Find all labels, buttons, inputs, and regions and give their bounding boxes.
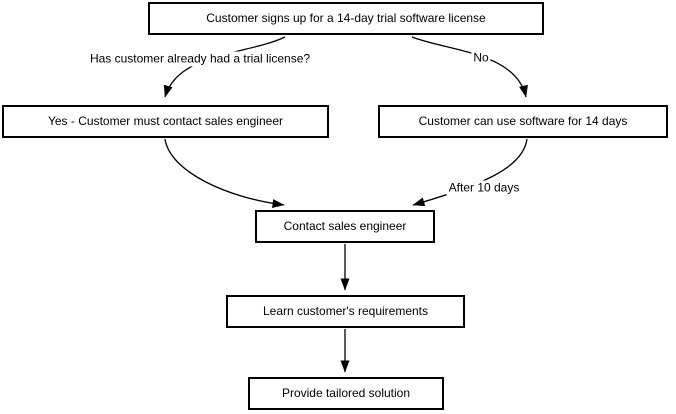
flow-node-use-14-days: Customer can use software for 14 days <box>378 105 668 138</box>
flow-node-yes-contact-sales-label: Yes - Customer must contact sales engine… <box>47 113 283 128</box>
flow-node-contact-sales-engineer-label: Contact sales engineer <box>283 218 407 233</box>
flow-node-provide-solution: Provide tailored solution <box>248 377 444 410</box>
edge-label-no: No <box>471 50 491 66</box>
edge-label-after-10-days: After 10 days <box>446 180 522 196</box>
edge-label-trial-question: Has customer already had a trial license… <box>87 51 313 67</box>
flow-node-learn-requirements: Learn customer's requirements <box>226 295 465 328</box>
edge-use14-to-contact <box>412 138 528 207</box>
flow-node-provide-solution-label: Provide tailored solution <box>281 385 411 400</box>
edge-yes-to-contact <box>164 138 285 209</box>
flow-node-signup: Customer signs up for a 14-day trial sof… <box>148 2 544 35</box>
flow-node-learn-requirements-label: Learn customer's requirements <box>262 303 429 318</box>
edge-signup-to-yes <box>163 36 286 98</box>
flow-node-signup-label: Customer signs up for a 14-day trial sof… <box>206 10 486 25</box>
edge-signup-to-use14 <box>411 36 528 98</box>
flow-node-use-14-days-label: Customer can use software for 14 days <box>418 113 628 128</box>
flow-node-yes-contact-sales: Yes - Customer must contact sales engine… <box>2 105 329 138</box>
flow-node-contact-sales-engineer: Contact sales engineer <box>255 210 435 243</box>
